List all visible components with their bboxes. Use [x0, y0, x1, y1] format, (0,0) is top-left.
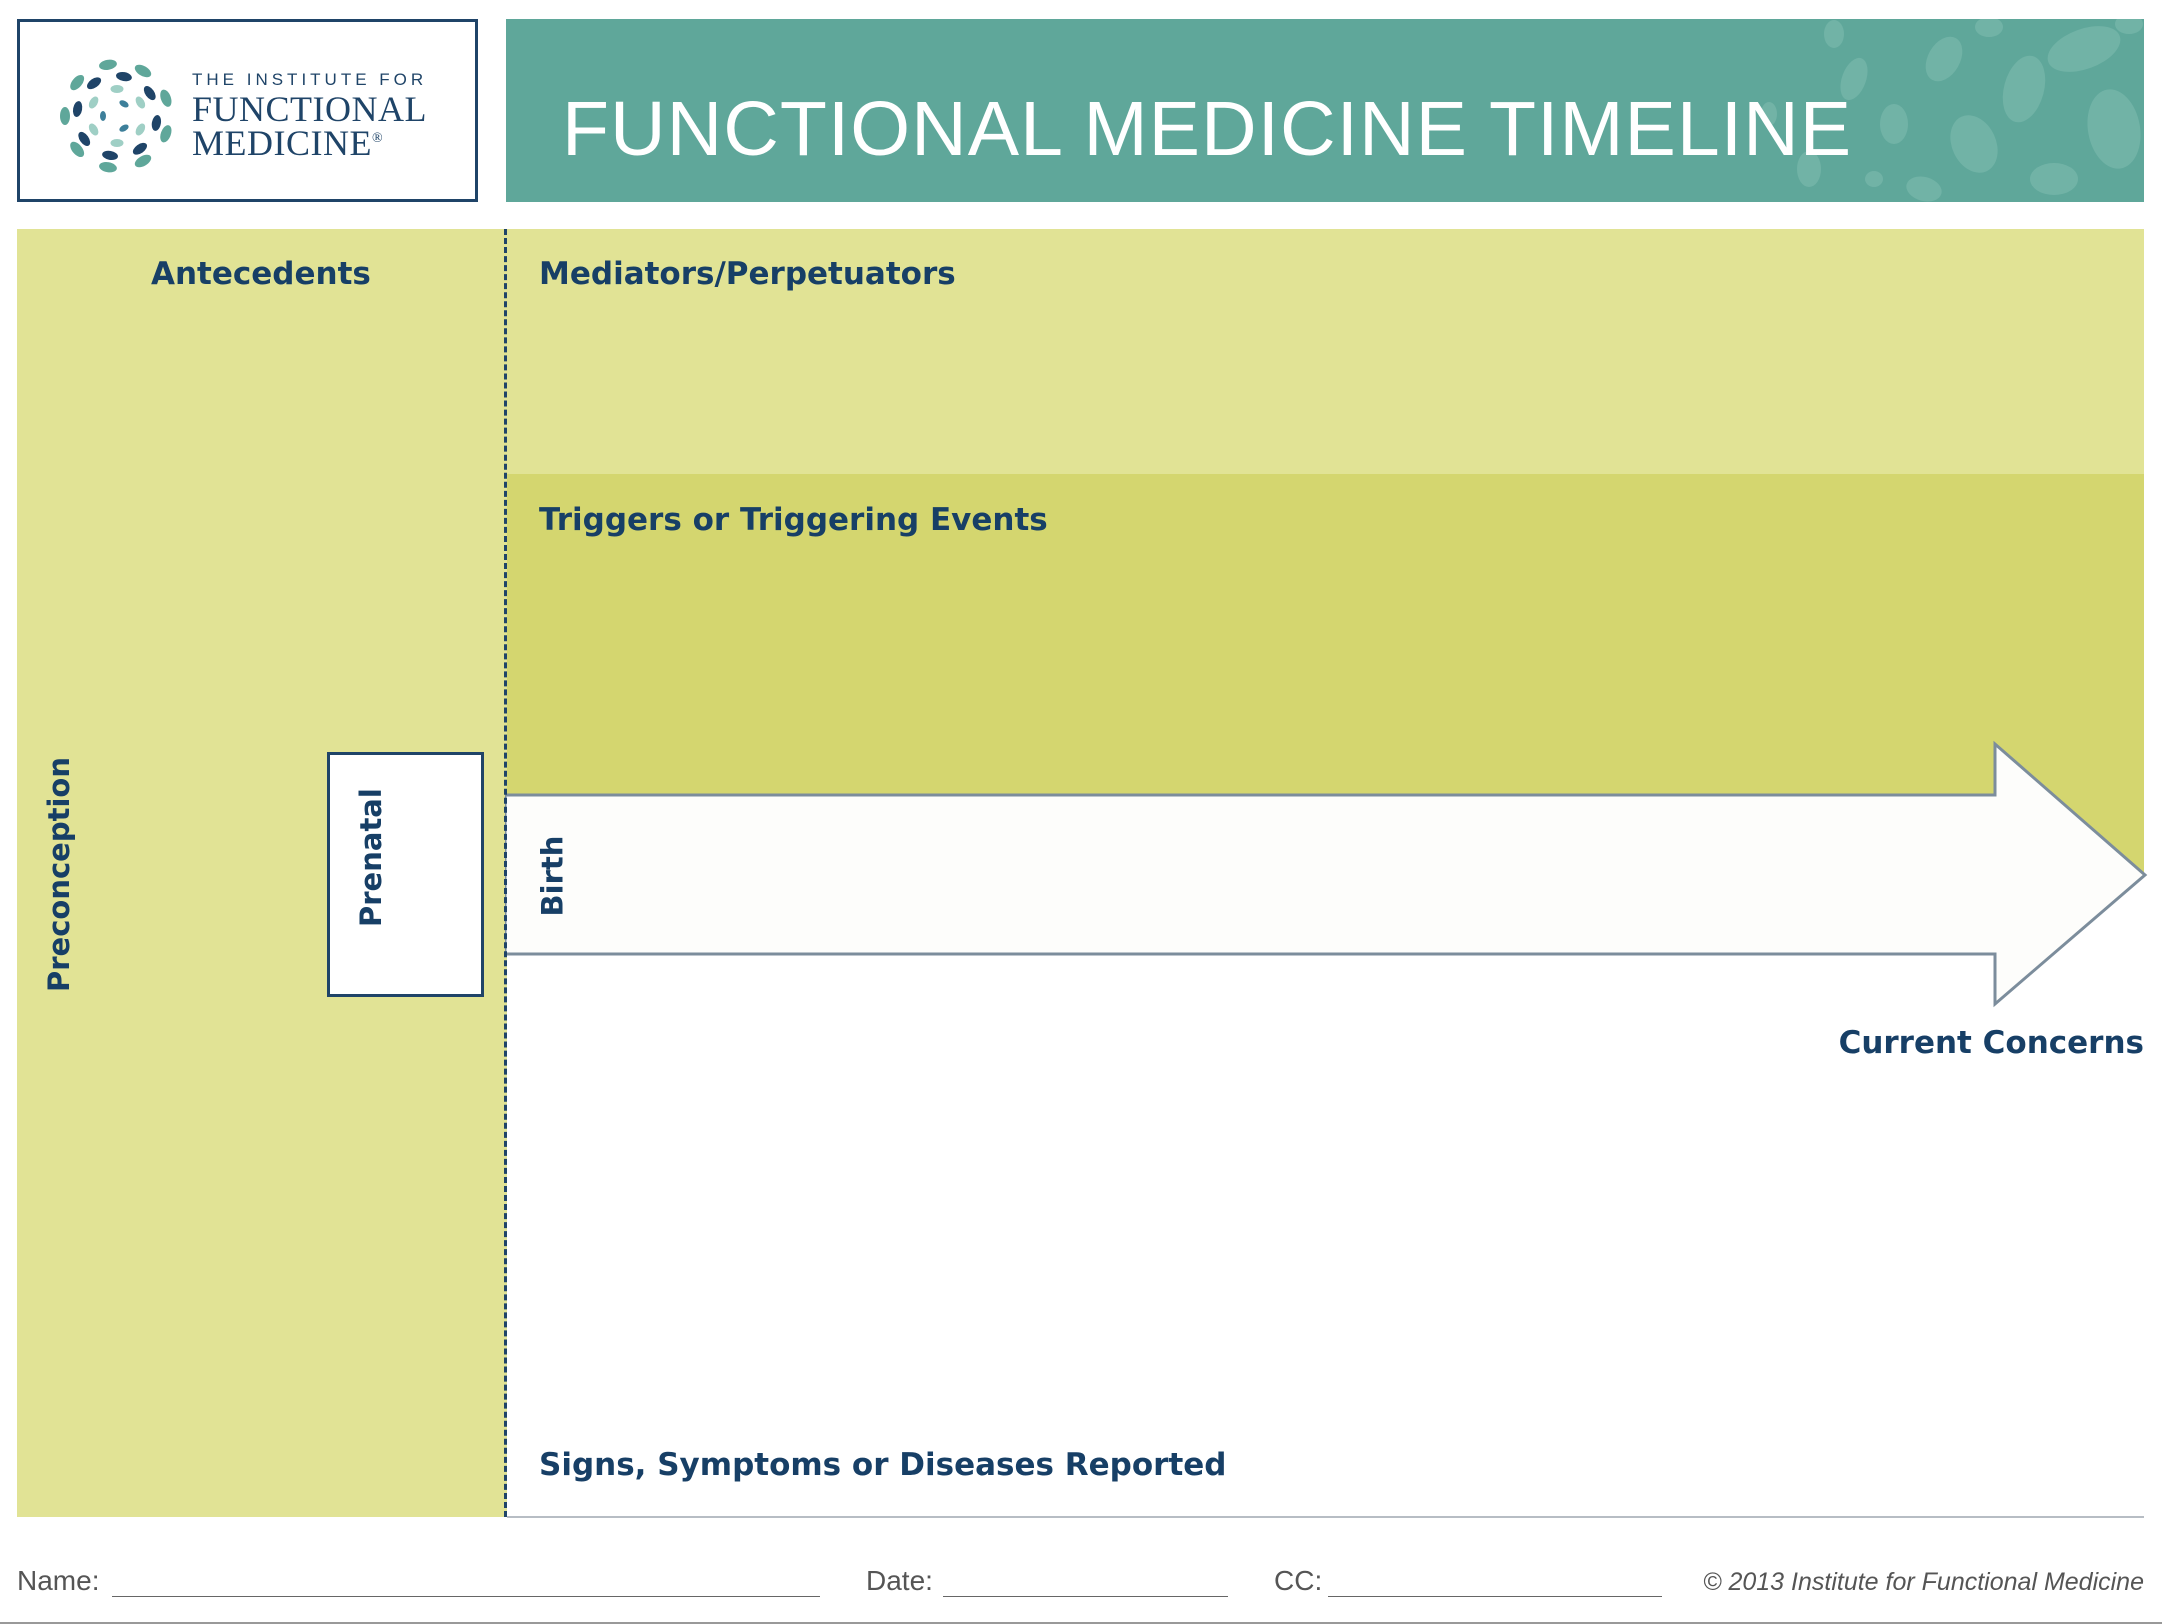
- preconception-label: Preconception: [42, 757, 76, 992]
- name-field[interactable]: [112, 1596, 820, 1597]
- logo-text-medicine: MEDICINE®: [192, 123, 384, 163]
- page-title: FUNCTIONAL MEDICINE TIMELINE: [562, 86, 1853, 172]
- logo-text-functional: FUNCTIONAL: [192, 89, 427, 129]
- date-label: Date:: [866, 1565, 933, 1596]
- birth-divider-dashed-line: [504, 229, 507, 1517]
- timeline-arrow: [505, 740, 2148, 1008]
- copyright-notice: © 2013 Institute for Functional Medicine: [1703, 1568, 2144, 1596]
- signs-symptoms-heading: Signs, Symptoms or Diseases Reported: [539, 1447, 1227, 1483]
- cc-label: CC:: [1274, 1565, 1323, 1596]
- header-banner: FUNCTIONAL MEDICINE TIMELINE: [506, 19, 2144, 202]
- institute-logo-mark-icon: [60, 59, 172, 173]
- current-concerns-label: Current Concerns: [1838, 1025, 2144, 1061]
- page-bottom-rule: [0, 1622, 2162, 1624]
- triggers-heading: Triggers or Triggering Events: [539, 502, 1048, 538]
- prenatal-label: Prenatal: [354, 788, 388, 927]
- name-label: Name:: [17, 1565, 100, 1596]
- mediators-heading: Mediators/Perpetuators: [539, 256, 956, 292]
- antecedents-heading: Antecedents: [151, 256, 371, 292]
- decorative-dots-icon: [1761, 19, 2143, 202]
- mediators-band: [507, 229, 2144, 474]
- cc-field[interactable]: [1328, 1596, 1662, 1597]
- date-field[interactable]: [943, 1596, 1228, 1597]
- logo: THE INSTITUTE FOR FUNCTIONAL MEDICINE®: [17, 19, 478, 202]
- timeline-bottom-rule: [507, 1516, 2144, 1518]
- birth-label: Birth: [535, 835, 570, 917]
- prenatal-box: [327, 752, 484, 997]
- logo-text-institute: THE INSTITUTE FOR: [192, 70, 428, 89]
